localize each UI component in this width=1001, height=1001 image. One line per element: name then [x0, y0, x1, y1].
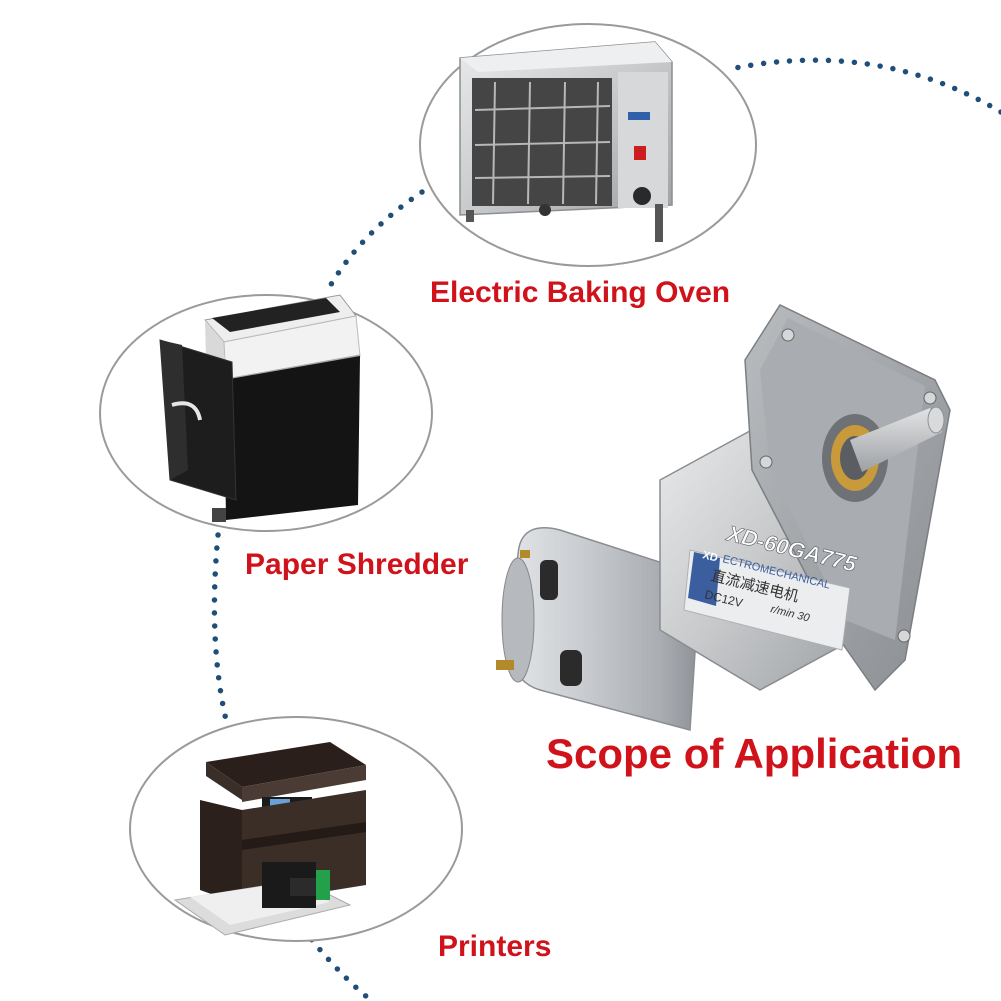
label-electric-baking-oven: Electric Baking Oven — [430, 276, 731, 309]
printer-image — [129, 716, 463, 942]
shredder-image — [99, 294, 433, 532]
label-paper-shredder: Paper Shredder — [245, 548, 469, 581]
label-scope-of-application: Scope of Application — [546, 730, 963, 777]
oven-image — [419, 23, 757, 267]
gear-motor-image: XD XD-60GA775 ECTROMECHANICAL 直流减速电机 DC1… — [496, 304, 951, 731]
motor-brand-text: XD — [701, 549, 719, 564]
label-printers: Printers — [438, 930, 552, 963]
